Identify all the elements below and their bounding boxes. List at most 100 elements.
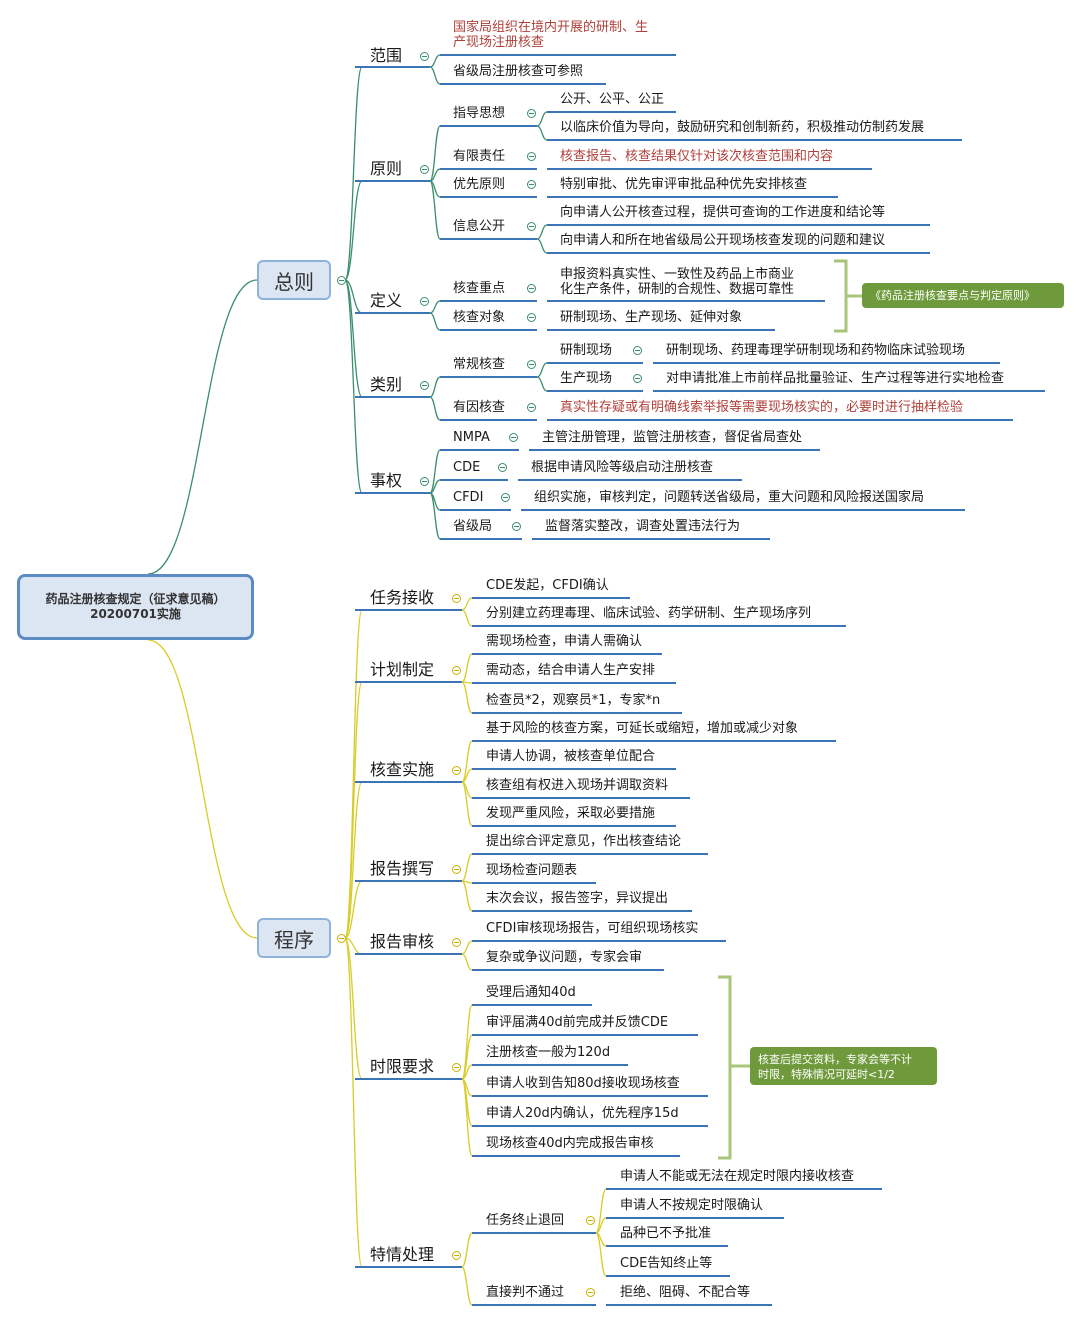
collapse-guiding-icon[interactable] xyxy=(527,109,536,118)
collapse-plan-icon[interactable] xyxy=(452,666,461,675)
node-definition[interactable]: 定义 xyxy=(370,291,403,310)
collapse-fail-icon[interactable] xyxy=(586,1288,595,1297)
priority-item: 特别审批、优先审评审批品种优先安排核查 xyxy=(560,177,808,192)
node-focus[interactable]: 核查重点 xyxy=(453,281,506,296)
node-timing[interactable]: 时限要求 xyxy=(370,1057,435,1076)
node-disclosure[interactable]: 信息公开 xyxy=(453,219,506,234)
connector-123 xyxy=(595,1188,607,1234)
collapse-category-icon[interactable] xyxy=(420,381,429,390)
collapse-receive-icon[interactable] xyxy=(452,594,461,603)
node-limited[interactable]: 有限责任 xyxy=(453,149,506,164)
node-plan[interactable]: 计划制定 xyxy=(370,660,435,679)
node-cde[interactable]: CDE xyxy=(453,460,481,475)
focus-line-2: 化生产条件，研制的合规性、数据可靠性 xyxy=(560,282,795,297)
collapse-scope-icon[interactable] xyxy=(420,52,429,61)
collapse-principles-icon[interactable] xyxy=(420,165,429,174)
node-report[interactable]: 报告撰写 xyxy=(370,859,435,878)
collapse-procedure-icon[interactable] xyxy=(337,934,346,943)
fail-item: 拒绝、阻碍、不配合等 xyxy=(620,1285,751,1300)
collapse-prov-icon[interactable] xyxy=(512,522,521,531)
collapse-prod-site-icon[interactable] xyxy=(633,374,642,383)
root-title: 药品注册核查规定（征求意见稿） xyxy=(45,592,226,606)
node-prov[interactable]: 省级局 xyxy=(453,519,493,534)
hub-general-label: 总则 xyxy=(274,269,314,294)
connector-1 xyxy=(147,639,258,939)
timing-note-line-2: 时限，特殊情况可延时<1/2 xyxy=(758,1068,895,1081)
timing-note-line-1: 核查后提交资料，专家会等不计 xyxy=(758,1053,912,1066)
plan-item-1: 需现场检查，申请人需确认 xyxy=(486,634,643,649)
collapse-special-icon[interactable] xyxy=(452,1251,461,1260)
connector-31 xyxy=(536,238,548,254)
collapse-cde-icon[interactable] xyxy=(498,463,507,472)
node-nmpa[interactable]: NMPA xyxy=(453,430,490,445)
connector-84 xyxy=(461,681,473,714)
node-category[interactable]: 类别 xyxy=(370,375,403,394)
connector-103 xyxy=(461,953,473,971)
connector-25 xyxy=(536,125,548,141)
connector-0 xyxy=(147,279,258,575)
hub-general[interactable]: 总则 xyxy=(257,260,331,300)
connector-126 xyxy=(595,1232,607,1277)
implement-item-1: 基于风险的核查方案，可延长或缩短，增加或减少对象 xyxy=(486,721,799,736)
terminate-item-3: 品种已不予批准 xyxy=(620,1226,712,1241)
node-scope[interactable]: 范围 xyxy=(370,46,403,65)
connector-96 xyxy=(461,853,473,882)
connector-64 xyxy=(344,609,363,939)
node-cause[interactable]: 有因核查 xyxy=(453,400,506,415)
node-receive[interactable]: 任务接收 xyxy=(370,588,435,607)
collapse-terminate-icon[interactable] xyxy=(586,1216,595,1225)
connector-89 xyxy=(461,768,473,783)
collapse-implement-icon[interactable] xyxy=(452,766,461,775)
definition-note: 《药品注册核查要点与判定原则》 xyxy=(862,283,1064,308)
node-fail[interactable]: 直接判不通过 xyxy=(486,1285,565,1300)
hub-procedure-label: 程序 xyxy=(274,927,314,952)
root-node[interactable]: 药品注册核查规定（征求意见稿） 20200701实施 xyxy=(17,574,254,640)
connector-69 xyxy=(344,937,363,1080)
connector-120 xyxy=(461,1266,473,1306)
connector-24 xyxy=(536,111,548,127)
collapse-timing-icon[interactable] xyxy=(452,1063,461,1072)
connector-88 xyxy=(461,740,473,783)
root-date: 20200701实施 xyxy=(90,607,181,621)
hub-procedure[interactable]: 程序 xyxy=(257,918,331,958)
connector-35 xyxy=(429,312,441,331)
node-terminate[interactable]: 任务终止退回 xyxy=(486,1213,565,1228)
node-object[interactable]: 核查对象 xyxy=(453,310,506,325)
collapse-priority-icon[interactable] xyxy=(527,180,536,189)
node-cfdi[interactable]: CFDI xyxy=(453,490,484,505)
collapse-cfdi-icon[interactable] xyxy=(501,493,510,502)
collapse-disclosure-icon[interactable] xyxy=(527,222,536,231)
connector-13 xyxy=(429,66,441,85)
collapse-limited-icon[interactable] xyxy=(527,152,536,161)
collapse-review-icon[interactable] xyxy=(452,938,461,947)
node-prod-site[interactable]: 生产现场 xyxy=(560,371,613,386)
collapse-report-icon[interactable] xyxy=(452,865,461,874)
node-rd-site[interactable]: 研制现场 xyxy=(560,343,613,358)
collapse-general-icon[interactable] xyxy=(337,276,346,285)
implement-item-4: 发现严重风险，采取必要措施 xyxy=(486,806,656,821)
node-routine[interactable]: 常规核查 xyxy=(453,357,506,372)
collapse-definition-icon[interactable] xyxy=(420,297,429,306)
guiding-item-2: 以临床价值为导向，鼓励研究和创制新药，积极推动仿制药发展 xyxy=(560,120,925,135)
collapse-cause-icon[interactable] xyxy=(527,403,536,412)
collapse-object-icon[interactable] xyxy=(527,313,536,322)
node-implement[interactable]: 核查实施 xyxy=(370,760,435,779)
node-guiding[interactable]: 指导思想 xyxy=(453,106,506,121)
connector-124 xyxy=(595,1217,607,1234)
terminate-item-1: 申请人不能或无法在规定时限内接收核查 xyxy=(620,1169,855,1184)
connector-5 xyxy=(344,279,363,398)
collapse-rd-site-icon[interactable] xyxy=(633,346,642,355)
node-principles[interactable]: 原则 xyxy=(370,159,403,178)
node-special[interactable]: 特情处理 xyxy=(370,1245,435,1264)
connector-40 xyxy=(834,259,862,333)
collapse-nmpa-icon[interactable] xyxy=(509,433,518,442)
connector-45 xyxy=(536,362,548,378)
node-review[interactable]: 报告审核 xyxy=(370,932,435,951)
node-authority[interactable]: 事权 xyxy=(370,471,403,490)
connector-30 xyxy=(536,224,548,240)
node-priority[interactable]: 优先原则 xyxy=(453,177,506,192)
scope-item-1a: 国家局组织在境内开展的研制、生 xyxy=(453,20,649,35)
collapse-routine-icon[interactable] xyxy=(527,360,536,369)
collapse-authority-icon[interactable] xyxy=(420,477,429,486)
collapse-focus-icon[interactable] xyxy=(527,284,536,293)
